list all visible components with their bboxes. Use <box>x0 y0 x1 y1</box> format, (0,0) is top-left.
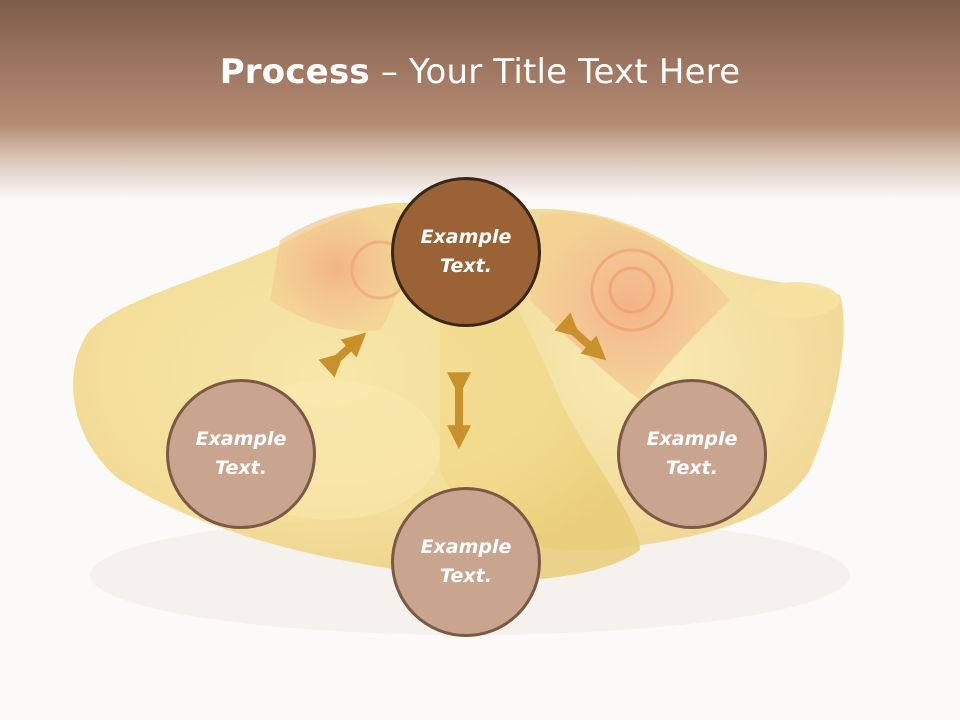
center-node: Example Text. <box>391 177 541 327</box>
right-node-label: Example Text. <box>646 428 738 479</box>
bottom-node-label: Example Text. <box>420 536 512 587</box>
page-title: Process – Your Title Text Here <box>0 52 960 92</box>
title-bold: Process <box>219 52 370 92</box>
center-node-label: Example Text. <box>420 226 512 277</box>
arrow-center-left <box>318 332 367 378</box>
right-node: Example Text. <box>617 379 767 529</box>
header-band <box>0 0 960 200</box>
bottom-node: Example Text. <box>391 487 541 637</box>
title-rest: – Your Title Text Here <box>369 52 741 92</box>
arrow-center-right <box>554 312 607 361</box>
left-node: Example Text. <box>166 379 316 529</box>
left-node-label: Example Text. <box>195 428 287 479</box>
